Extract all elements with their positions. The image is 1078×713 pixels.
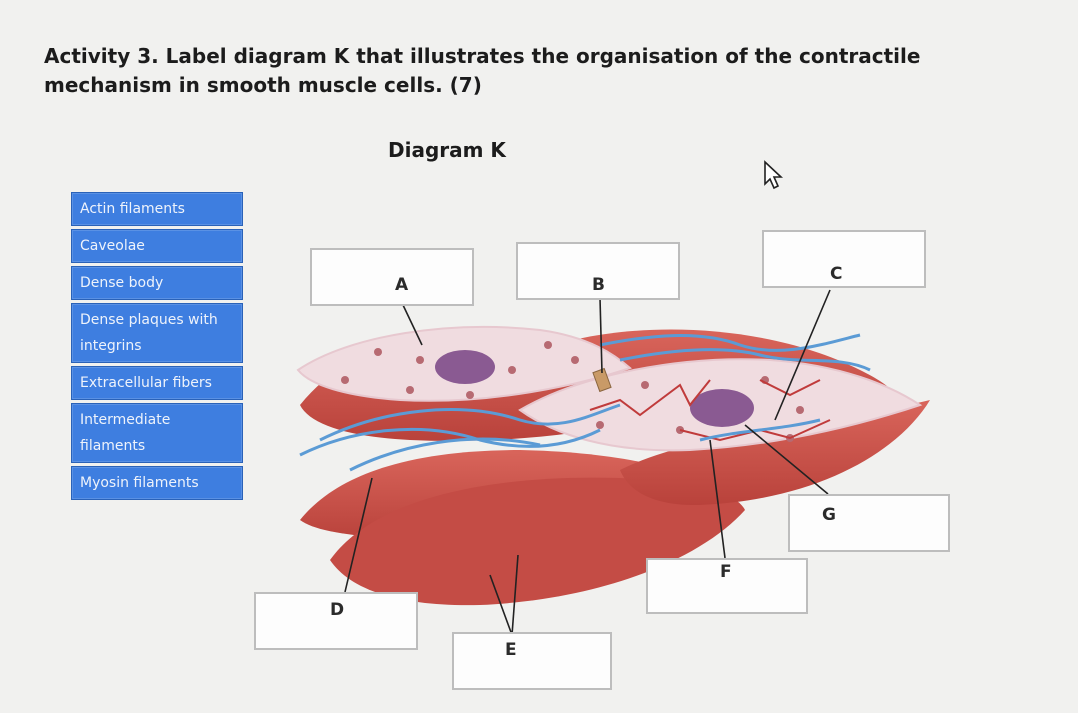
diagram-title: Diagram K: [388, 138, 506, 162]
muscle-cell-right-lower: [620, 400, 930, 506]
dropbox-f[interactable]: [646, 558, 808, 614]
nucleus-right: [690, 389, 754, 427]
leader-lines: [344, 289, 831, 636]
extracellular-fibers: [299, 333, 871, 472]
label-g: G: [822, 505, 836, 525]
muscle-cell-bottom: [330, 477, 745, 606]
label-a: A: [395, 275, 409, 295]
chip-dense-plaques[interactable]: Dense plaques with integrins: [71, 303, 243, 363]
dropbox-d[interactable]: [254, 592, 418, 650]
chip-caveolae[interactable]: Caveolae: [71, 229, 243, 263]
label-b: B: [592, 275, 605, 295]
chip-intermediate-filaments[interactable]: Intermediate filaments: [71, 403, 243, 463]
label-d: D: [330, 600, 345, 620]
dropbox-c[interactable]: [762, 230, 926, 288]
label-c: C: [830, 264, 843, 284]
activity-title: Activity 3. Label diagram K that illustr…: [44, 44, 921, 97]
nucleus-top: [435, 350, 495, 384]
label-e: E: [505, 640, 517, 660]
word-bank: Actin filaments Caveolae Dense body Dens…: [71, 192, 243, 503]
dropbox-a[interactable]: [310, 248, 474, 306]
dense-plaque: [592, 367, 612, 393]
chip-actin-filaments[interactable]: Actin filaments: [71, 192, 243, 226]
dropbox-b[interactable]: [516, 242, 680, 300]
chip-extracellular-fibers[interactable]: Extracellular fibers: [71, 366, 243, 400]
chip-myosin-filaments[interactable]: Myosin filaments: [71, 466, 243, 500]
dropbox-e[interactable]: [452, 632, 612, 690]
dropbox-g[interactable]: [788, 494, 950, 552]
chip-dense-body[interactable]: Dense body: [71, 266, 243, 300]
mouse-pointer-icon: [764, 160, 784, 190]
label-f: F: [720, 562, 732, 582]
